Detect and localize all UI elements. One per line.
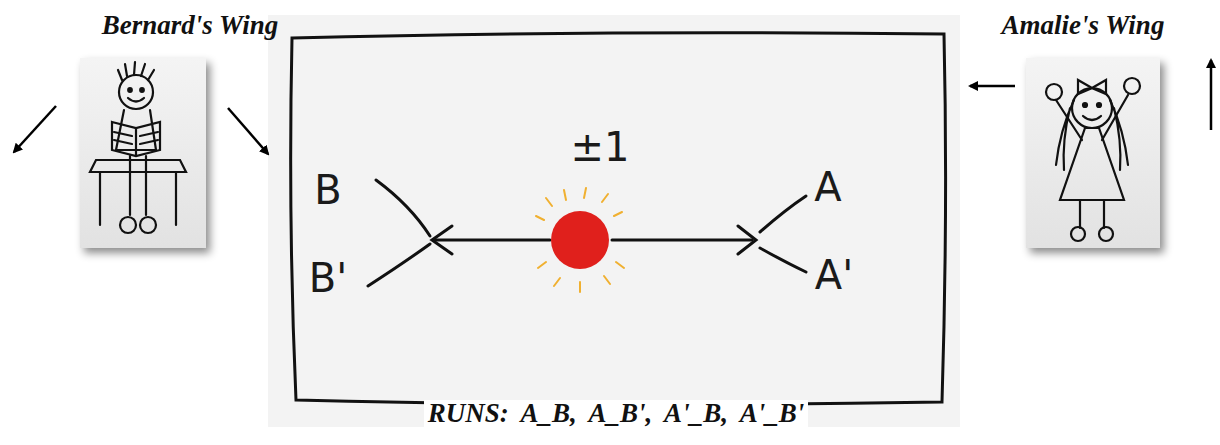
detector-setting: A	[814, 167, 841, 207]
particle-source	[536, 188, 624, 292]
whiteboard-node: ±1B B' A A'	[268, 15, 960, 427]
board-sketch	[368, 180, 806, 286]
board-outline	[291, 33, 946, 405]
bernard-frame	[80, 58, 206, 248]
amalie-figure	[1046, 78, 1140, 241]
wing-title: Bernard's Wing	[102, 12, 278, 39]
bernard-figure	[90, 62, 186, 233]
sign-label: ±1	[571, 127, 630, 167]
board-ground	[268, 15, 960, 427]
detector-setting: A'	[815, 255, 853, 295]
detector-setting: B'	[309, 258, 347, 298]
amalie-frame	[1026, 58, 1160, 248]
runs-caption: RUNS: A_B, A_B', A'_B, A'_B'	[424, 400, 808, 427]
wing-title: Amalie's Wing	[1002, 12, 1165, 39]
detector-setting: B	[314, 170, 341, 210]
